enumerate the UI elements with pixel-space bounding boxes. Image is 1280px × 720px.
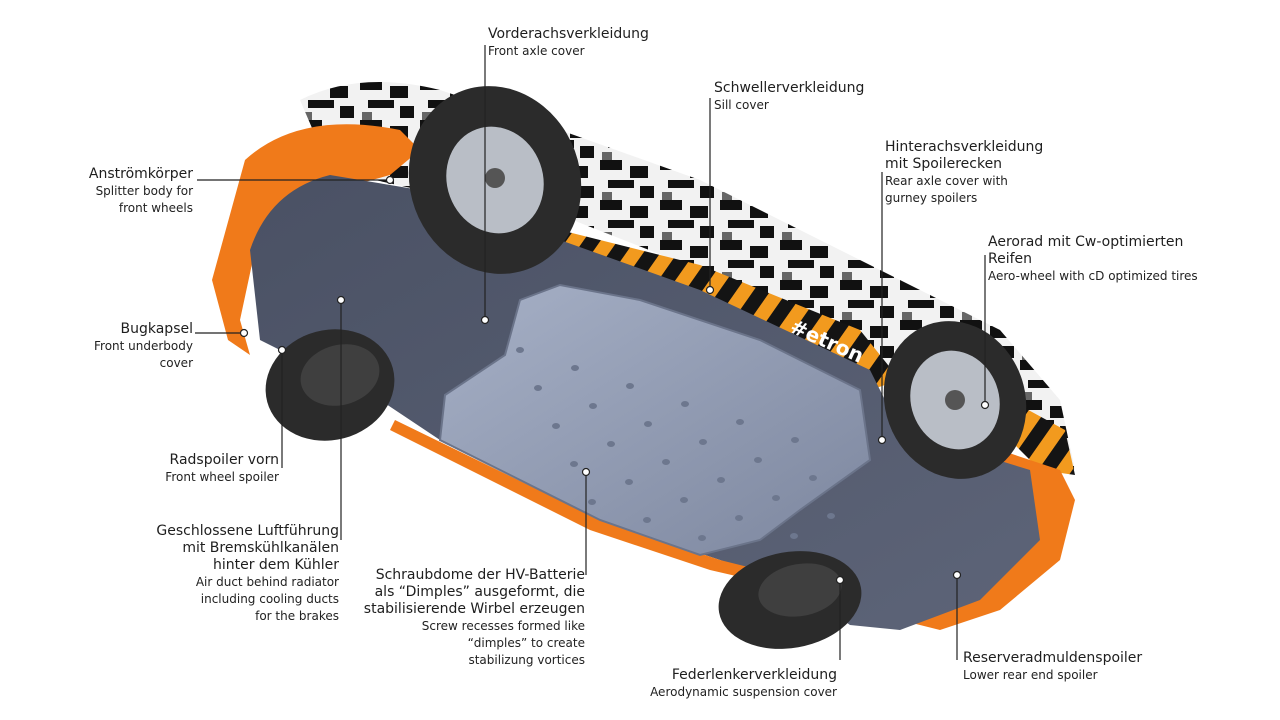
label-front-wheel-spoiler: Radspoiler vorn Front wheel spoiler — [165, 452, 279, 486]
battery-dimple — [736, 419, 744, 425]
label-de: mit Spoilerecken — [885, 156, 1003, 172]
battery-dimple — [681, 401, 689, 407]
label-rear-end-spoiler: Reserveradmuldenspoiler Lower rear end s… — [963, 650, 1142, 684]
label-en: Aerodynamic suspension cover — [650, 685, 837, 699]
label-de: Federlenkerverkleidung — [671, 667, 837, 683]
label-de: Schraubdome der HV-Batterie — [375, 567, 585, 583]
battery-dimple — [644, 421, 652, 427]
label-en: Air duct behind radiator — [195, 575, 339, 589]
label-de: Vorderachsverkleidung — [488, 26, 649, 42]
battery-dimple — [588, 499, 596, 505]
label-splitter-body: Anströmkörper Splitter body for front wh… — [89, 166, 193, 217]
battery-dimple — [772, 495, 780, 501]
label-rear-axle-cover: Hinterachsverkleidung mit Spoilerecken R… — [885, 139, 1043, 207]
label-de: mit Bremskühlkanälen — [182, 540, 339, 556]
rear-lower-wheel — [718, 551, 862, 649]
label-en: Sill cover — [714, 98, 769, 112]
label-en: cover — [159, 356, 193, 370]
label-en: for the brakes — [255, 609, 339, 623]
label-en: Front underbody — [94, 339, 193, 353]
battery-dimple — [570, 461, 578, 467]
battery-dimple — [809, 475, 817, 481]
front-bumper-orange — [212, 124, 420, 356]
battery-dimple — [534, 385, 542, 391]
label-en: Splitter body for — [95, 184, 193, 198]
label-de: als “Dimples” ausgeformt, die — [374, 584, 585, 600]
label-front-underbody-cover: Bugkapsel Front underbody cover — [94, 321, 193, 372]
front-lower-wheel — [265, 329, 395, 441]
label-de: Reifen — [988, 251, 1033, 267]
front-upper-wheel — [408, 86, 582, 274]
label-de: Anströmkörper — [88, 166, 193, 182]
battery-dimple — [680, 497, 688, 503]
side-skirt-orange — [390, 420, 780, 585]
battery-dimple — [625, 479, 633, 485]
battery-dimple — [589, 403, 597, 409]
battery-dimple — [754, 457, 762, 463]
label-en: “dimples” to create — [467, 636, 585, 650]
label-suspension-cover: Federlenkerverkleidung Aerodynamic suspe… — [650, 667, 837, 701]
label-aero-wheel: Aerorad mit Cw-optimierten Reifen Aero-w… — [988, 234, 1198, 285]
label-en: Screw recesses formed like — [421, 619, 585, 633]
label-de: Aerorad mit Cw-optimierten — [988, 234, 1184, 250]
hv-battery-plate — [438, 283, 872, 557]
battery-dimples — [516, 347, 835, 541]
label-de: Hinterachsverkleidung — [885, 139, 1044, 155]
battery-dimple — [552, 423, 560, 429]
label-en: Aero-wheel with cD optimized tires — [988, 269, 1198, 283]
label-de: stabilisierende Wirbel erzeugen — [363, 601, 585, 617]
label-screw-dimples: Schraubdome der HV-Batterie als “Dimples… — [364, 567, 585, 669]
label-de: Schwellerverkleidung — [714, 80, 865, 96]
battery-dimple — [607, 441, 615, 447]
battery-dimple — [626, 383, 634, 389]
rear-hazard-stripe — [1010, 400, 1075, 475]
battery-dimple — [516, 347, 524, 353]
battery-dimple — [699, 439, 707, 445]
label-de: hinter dem Kühler — [212, 557, 339, 573]
label-air-duct: Geschlossene Luftführung mit Bremskühlka… — [156, 523, 339, 625]
battery-dimple — [643, 517, 651, 523]
label-front-axle-cover: Vorderachsverkleidung Front axle cover — [488, 26, 649, 60]
battery-dimple — [571, 365, 579, 371]
label-sill-cover: Schwellerverkleidung Sill cover — [714, 80, 864, 114]
battery-dimple — [827, 513, 835, 519]
label-de: Bugkapsel — [120, 321, 194, 337]
leader-dots — [239, 175, 990, 585]
label-en: Front wheel spoiler — [165, 470, 279, 484]
battery-dimple — [790, 533, 798, 539]
label-de: Reserveradmuldenspoiler — [963, 650, 1143, 666]
label-en: Rear axle cover with — [885, 174, 1008, 188]
battery-dimple — [735, 515, 743, 521]
battery-dimple — [717, 477, 725, 483]
battery-dimple — [662, 459, 670, 465]
leader-lines — [195, 45, 986, 660]
battery-dimple — [698, 535, 706, 541]
label-en: gurney spoilers — [885, 191, 978, 205]
rear-upper-wheel — [883, 321, 1027, 479]
label-de: Geschlossene Luftführung — [156, 523, 339, 539]
label-en: stabilizung vortices — [468, 653, 585, 667]
label-en: Front axle cover — [488, 44, 585, 58]
label-en: including cooling ducts — [200, 592, 339, 606]
label-en: Lower rear end spoiler — [963, 668, 1098, 682]
battery-dimple — [791, 437, 799, 443]
label-de: Radspoiler vorn — [169, 452, 279, 468]
label-en: front wheels — [118, 201, 193, 215]
